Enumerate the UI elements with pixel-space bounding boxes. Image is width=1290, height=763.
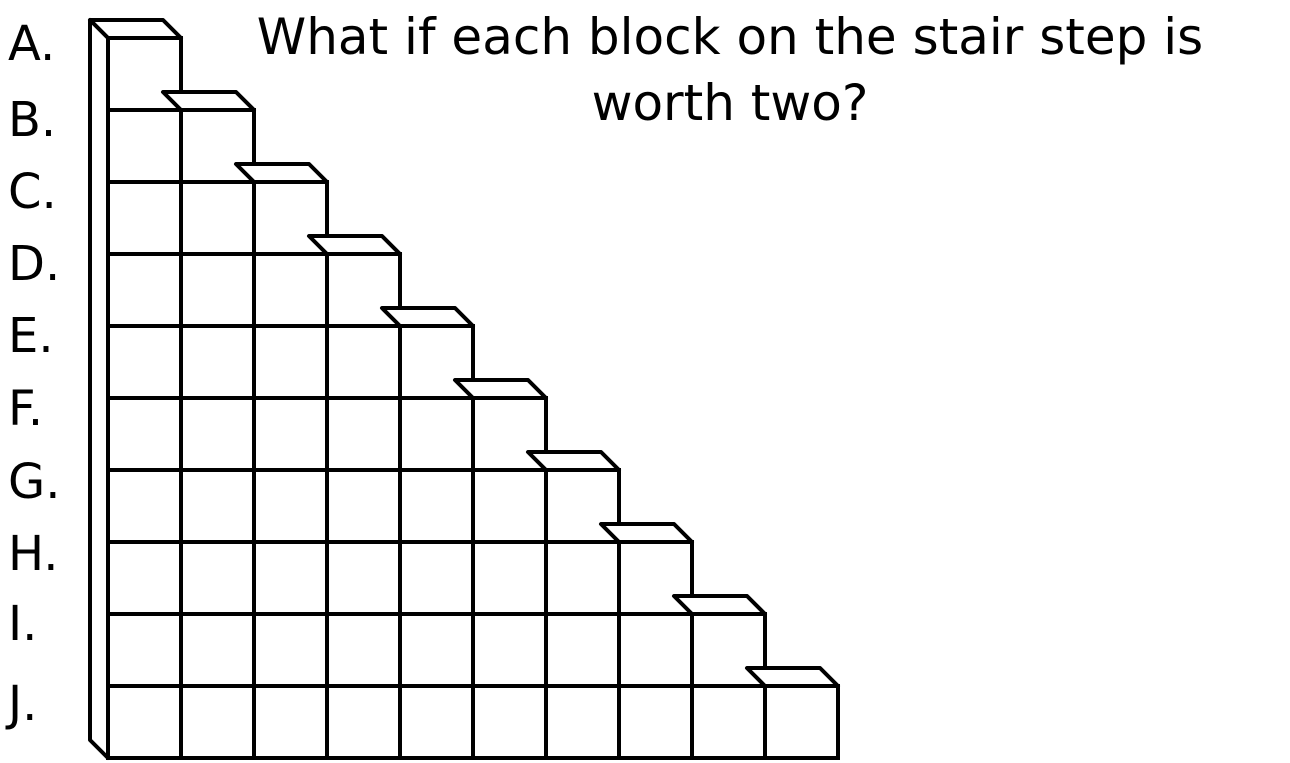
stair-block: [327, 542, 400, 614]
stair-block: [254, 398, 327, 470]
stair-block: [473, 686, 546, 758]
stair-block: [181, 470, 254, 542]
stair-block: [108, 398, 181, 470]
stair-block: [327, 686, 400, 758]
stair-block: [108, 182, 181, 254]
stair-block: [400, 542, 473, 614]
stair-block: [181, 614, 254, 686]
stair-block: [327, 614, 400, 686]
column-top-face: [601, 524, 692, 542]
stair-block: [765, 686, 838, 758]
stair-block: [473, 614, 546, 686]
stair-block: [181, 254, 254, 326]
column-top-face: [674, 596, 765, 614]
stair-block: [473, 542, 546, 614]
stair-block: [181, 686, 254, 758]
stair-block: [108, 254, 181, 326]
stair-block: [254, 614, 327, 686]
stair-block: [400, 398, 473, 470]
stair-block: [254, 686, 327, 758]
stair-block: [108, 614, 181, 686]
stair-block: [108, 326, 181, 398]
column-top-face: [747, 668, 838, 686]
stair-block: [327, 470, 400, 542]
stair-block: [400, 470, 473, 542]
stair-block: [546, 614, 619, 686]
stair-block: [327, 398, 400, 470]
stair-block: [181, 182, 254, 254]
column-side-face: [90, 20, 108, 758]
column-top-face: [163, 92, 254, 110]
stair-block: [546, 686, 619, 758]
stair-block: [400, 614, 473, 686]
stair-block: [254, 254, 327, 326]
stair-block: [692, 686, 765, 758]
stair-block: [473, 470, 546, 542]
column-top-face: [528, 452, 619, 470]
stair-block: [327, 326, 400, 398]
stair-block: [181, 542, 254, 614]
column-top-face: [236, 164, 327, 182]
stair-block: [108, 110, 181, 182]
column-top-face: [309, 236, 400, 254]
stair-block: [619, 686, 692, 758]
stair-block: [619, 614, 692, 686]
stair-block: [546, 542, 619, 614]
stair-block: [108, 542, 181, 614]
stair-block: [181, 398, 254, 470]
column-top-face: [382, 308, 473, 326]
stair-block: [108, 470, 181, 542]
stair-block: [254, 542, 327, 614]
column-top-face: [455, 380, 546, 398]
stair-block: [400, 686, 473, 758]
stair-block: [254, 326, 327, 398]
stair-block: [254, 470, 327, 542]
stair-block: [181, 326, 254, 398]
stair-block: [108, 686, 181, 758]
